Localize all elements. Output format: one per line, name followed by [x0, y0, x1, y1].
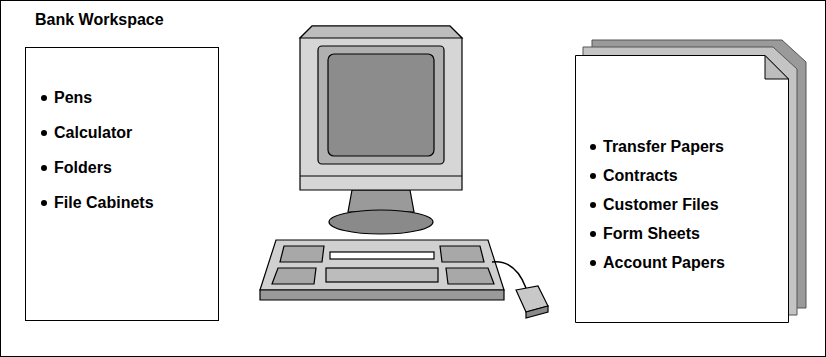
bullet-dot	[41, 165, 47, 171]
list-item: Contracts	[603, 167, 678, 184]
bullet-dot	[41, 95, 47, 101]
list-item: Pens	[54, 89, 92, 106]
bullet-dot	[590, 202, 596, 208]
bullet-dot	[41, 130, 47, 136]
page-outline	[575, 55, 789, 323]
document-page: Transfer PapersContractsCustomer FilesFo…	[575, 55, 789, 323]
bullet-dot	[590, 173, 596, 179]
computer-illustration	[260, 26, 548, 318]
list-item: Folders	[54, 159, 112, 176]
bullet-dot	[590, 144, 596, 150]
supplies-box: PensCalculatorFoldersFile Cabinets	[25, 47, 219, 321]
bullet-dot	[590, 260, 596, 266]
bullet-dot	[590, 231, 596, 237]
frame-title: Bank Workspace	[35, 11, 164, 29]
list-item: File Cabinets	[54, 194, 154, 211]
bullet-dot	[41, 200, 47, 206]
list-item: Form Sheets	[603, 225, 700, 242]
list-item: Account Papers	[603, 254, 725, 271]
list-item: Transfer Papers	[603, 138, 724, 155]
list-item: Customer Files	[603, 196, 719, 213]
list-item: Calculator	[54, 124, 132, 141]
